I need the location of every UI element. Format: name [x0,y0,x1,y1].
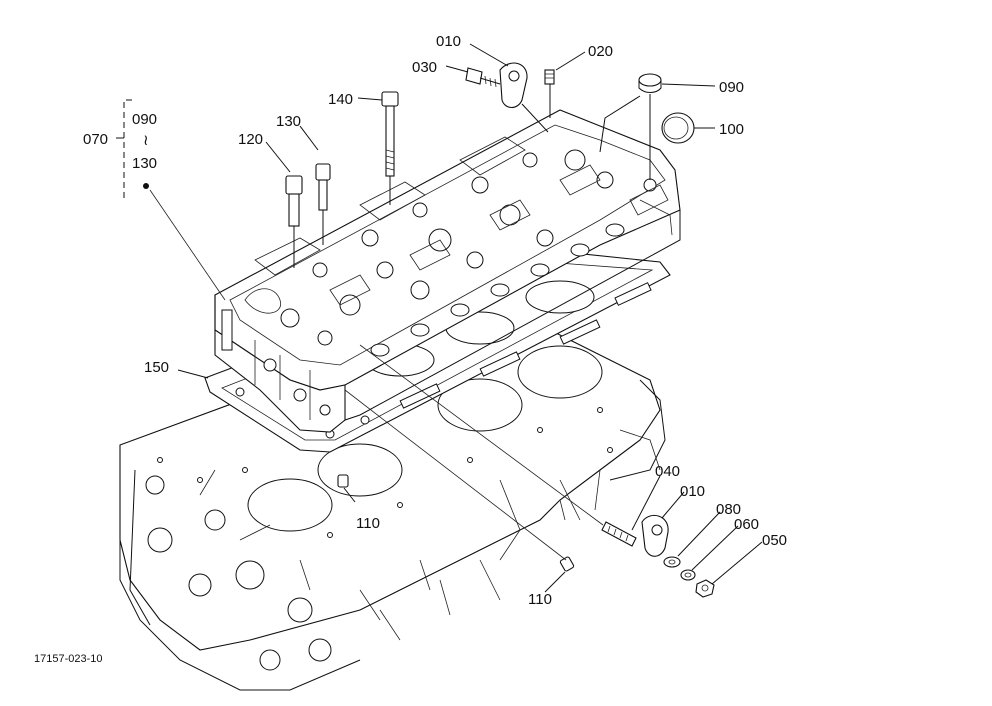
callout-150: 150 [144,359,169,376]
callout-130-group: 130 [132,155,157,172]
nozzle-120 [285,175,303,227]
head-bolt-140 [381,91,399,177]
washer-080 [663,556,681,568]
callout-110-left: 110 [356,515,380,532]
leader-lines [149,43,763,593]
lock-washer-060 [680,569,696,581]
callout-labels: 010 020 030 090 100 140 130 120 070 090 … [34,33,787,665]
group-bracket-070 [116,99,149,200]
callout-060: 060 [734,516,759,533]
callout-130-top: 130 [276,113,301,130]
callout-080: 080 [716,501,741,518]
callout-110-right: 110 [528,591,552,608]
callout-090-top: 090 [719,79,744,96]
callout-120: 120 [238,131,263,148]
dowel-110-b [559,556,575,572]
bolt-030 [465,67,501,88]
callout-040: 040 [655,463,680,480]
plug-020 [544,69,555,85]
callout-140: 140 [328,91,353,108]
nut-050 [695,579,715,598]
cylinder-head [214,109,681,433]
stud-040 [601,521,637,547]
callout-010-bottom: 010 [680,483,705,500]
drawing-number: 17157-023-10 [34,653,103,665]
lifting-hook-bottom [641,514,669,557]
glow-plug-130 [315,163,331,211]
range-symbol: ≀ [143,132,149,149]
callout-030: 030 [412,59,437,76]
callout-070: 070 [83,131,108,148]
callout-020: 020 [588,43,613,60]
group-marker-dot [143,183,149,189]
callout-090-group: 090 [132,111,157,128]
cap-090-top [638,73,662,93]
plug-100 [661,112,695,144]
callout-010-top: 010 [436,33,461,50]
callout-100: 100 [719,121,744,138]
callout-050: 050 [762,532,787,549]
lifting-hook-top [499,62,528,109]
dowel-110-a [337,474,349,488]
